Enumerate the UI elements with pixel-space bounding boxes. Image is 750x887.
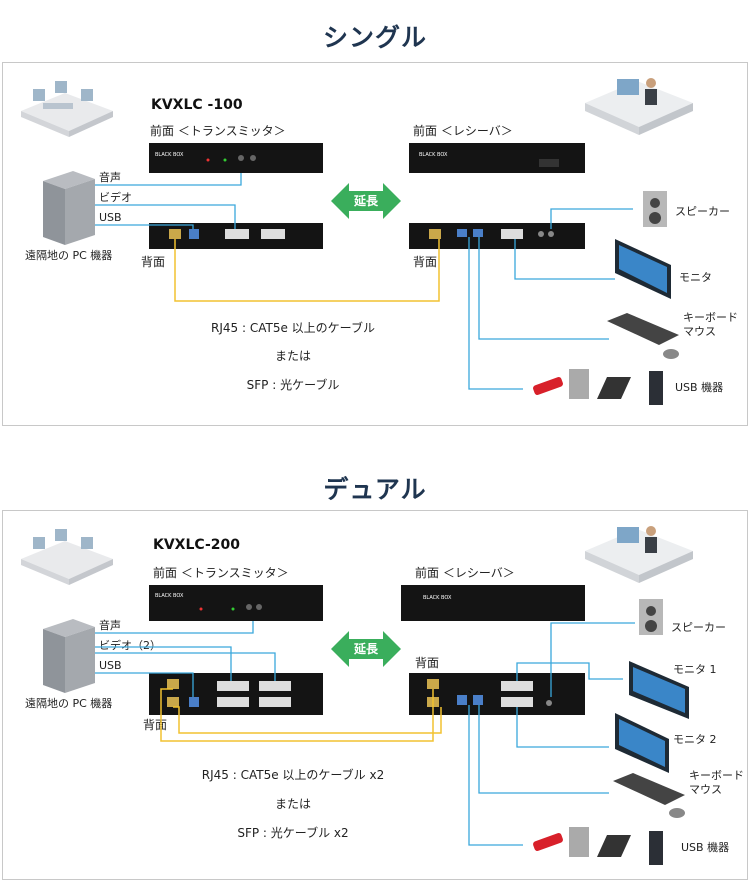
tx-rear-label: 背面: [143, 718, 167, 732]
usb-devices-label: USB 機器: [675, 380, 723, 394]
monitor2-label: モニタ 2: [673, 733, 717, 746]
cable-rj45-label: RJ45 : CAT5e 以上のケーブル x2: [202, 767, 384, 782]
speaker-icon: [639, 599, 663, 635]
tx-front-label: 前面 ＜トランスミッタ＞: [150, 123, 286, 138]
pc-tower-icon: [43, 619, 95, 693]
pc-audio-label: 音声: [99, 618, 121, 632]
monitor1-label: モニタ 1: [673, 663, 717, 676]
cable-rj45-label: RJ45 : CAT5e 以上のケーブル: [211, 320, 375, 335]
tx-rear-label: 背面: [141, 255, 165, 269]
model-name: KVXLC -100: [151, 97, 243, 113]
office-illustration-icon: [21, 529, 113, 585]
diagram-single: KVXLC -100 前面 ＜トランスミッタ＞ 前面 ＜レシーバ＞ BLACK …: [2, 62, 748, 426]
extend-arrow: 延長: [331, 631, 401, 667]
pc-cables: [95, 173, 242, 229]
speaker-label: スピーカー: [671, 621, 726, 634]
pc-video-label: ビデオ: [99, 190, 132, 204]
pc-usb-label: USB: [99, 211, 122, 224]
rx-rear-label: 背面: [415, 656, 439, 670]
tx-front-label: 前面 ＜トランスミッタ＞: [153, 565, 289, 580]
rx-front-label: 前面 ＜レシーバ＞: [413, 123, 513, 138]
receiver-cables: [468, 622, 635, 846]
speaker-icon: [643, 191, 667, 227]
pc-label: 遠隔地の PC 機器: [25, 248, 112, 262]
monitor1-icon: [629, 661, 689, 719]
pc-tower-icon: [43, 171, 95, 245]
usb-devices-label: USB 機器: [681, 840, 729, 854]
receiver-rear-unit: [409, 223, 585, 249]
rx-rear-label: 背面: [413, 255, 437, 269]
svg-text:BLACK BOX: BLACK BOX: [155, 593, 184, 599]
extend-arrow: 延長: [331, 183, 401, 219]
pc-video-label: ビデオ（2）: [99, 638, 161, 652]
pc-audio-label: 音声: [99, 170, 121, 184]
keyboard-icon: [613, 773, 685, 805]
model-name: KVXLC-200: [153, 537, 240, 553]
keyboard-icon: [607, 313, 679, 345]
operator-illustration-icon: [585, 526, 693, 583]
svg-text:BLACK BOX: BLACK BOX: [423, 595, 452, 601]
speaker-label: スピーカー: [675, 205, 730, 218]
mouse-icon: [669, 808, 685, 818]
diagram-dual: KVXLC-200 前面 ＜トランスミッタ＞ 前面 ＜レシーバ＞ BLACK B…: [2, 510, 748, 880]
section-title-dual: デュアル: [323, 475, 427, 504]
rx-front-label: 前面 ＜レシーバ＞: [415, 565, 515, 580]
transmitter-front-unit: BLACK BOX: [149, 585, 323, 621]
receiver-rear-unit: [409, 673, 585, 715]
svg-text:BLACK BOX: BLACK BOX: [155, 152, 184, 158]
pc-label: 遠隔地の PC 機器: [25, 696, 112, 710]
cable-sfp-label: SFP : 光ケーブル: [247, 377, 340, 392]
cable-sfp-label: SFP : 光ケーブル x2: [237, 825, 348, 840]
cat5e-cable: [174, 239, 440, 302]
transmitter-rear-unit: [149, 223, 323, 249]
operator-illustration-icon: [585, 78, 693, 135]
section-title-single: シングル: [322, 23, 427, 52]
transmitter-rear-unit: [149, 673, 323, 715]
pc-usb-label: USB: [99, 659, 122, 672]
svg-text:BLACK BOX: BLACK BOX: [419, 152, 448, 158]
monitor-label: モニタ: [679, 271, 712, 284]
office-illustration-icon: [21, 81, 113, 137]
monitor2-icon: [615, 713, 669, 773]
keyboard-label: キーボード: [683, 311, 738, 324]
svg-text:延長: 延長: [353, 641, 379, 656]
cable-or-label: または: [275, 349, 311, 363]
keyboard-label: キーボード: [689, 769, 744, 782]
pc-cables: [95, 621, 276, 697]
cat5e-cables: [160, 688, 442, 742]
mouse-label: マウス: [683, 325, 716, 338]
receiver-front-unit: BLACK BOX: [409, 143, 585, 173]
cable-or-label: または: [275, 797, 311, 811]
receiver-cables: [468, 208, 633, 390]
transmitter-front-unit: BLACK BOX: [149, 143, 323, 173]
mouse-label: マウス: [689, 783, 722, 796]
mouse-icon: [663, 349, 679, 359]
usb-devices-icon: [533, 827, 663, 865]
receiver-front-unit: BLACK BOX: [401, 585, 585, 621]
svg-text:延長: 延長: [353, 193, 379, 208]
monitor-icon: [615, 239, 671, 299]
usb-devices-icon: [533, 369, 663, 405]
